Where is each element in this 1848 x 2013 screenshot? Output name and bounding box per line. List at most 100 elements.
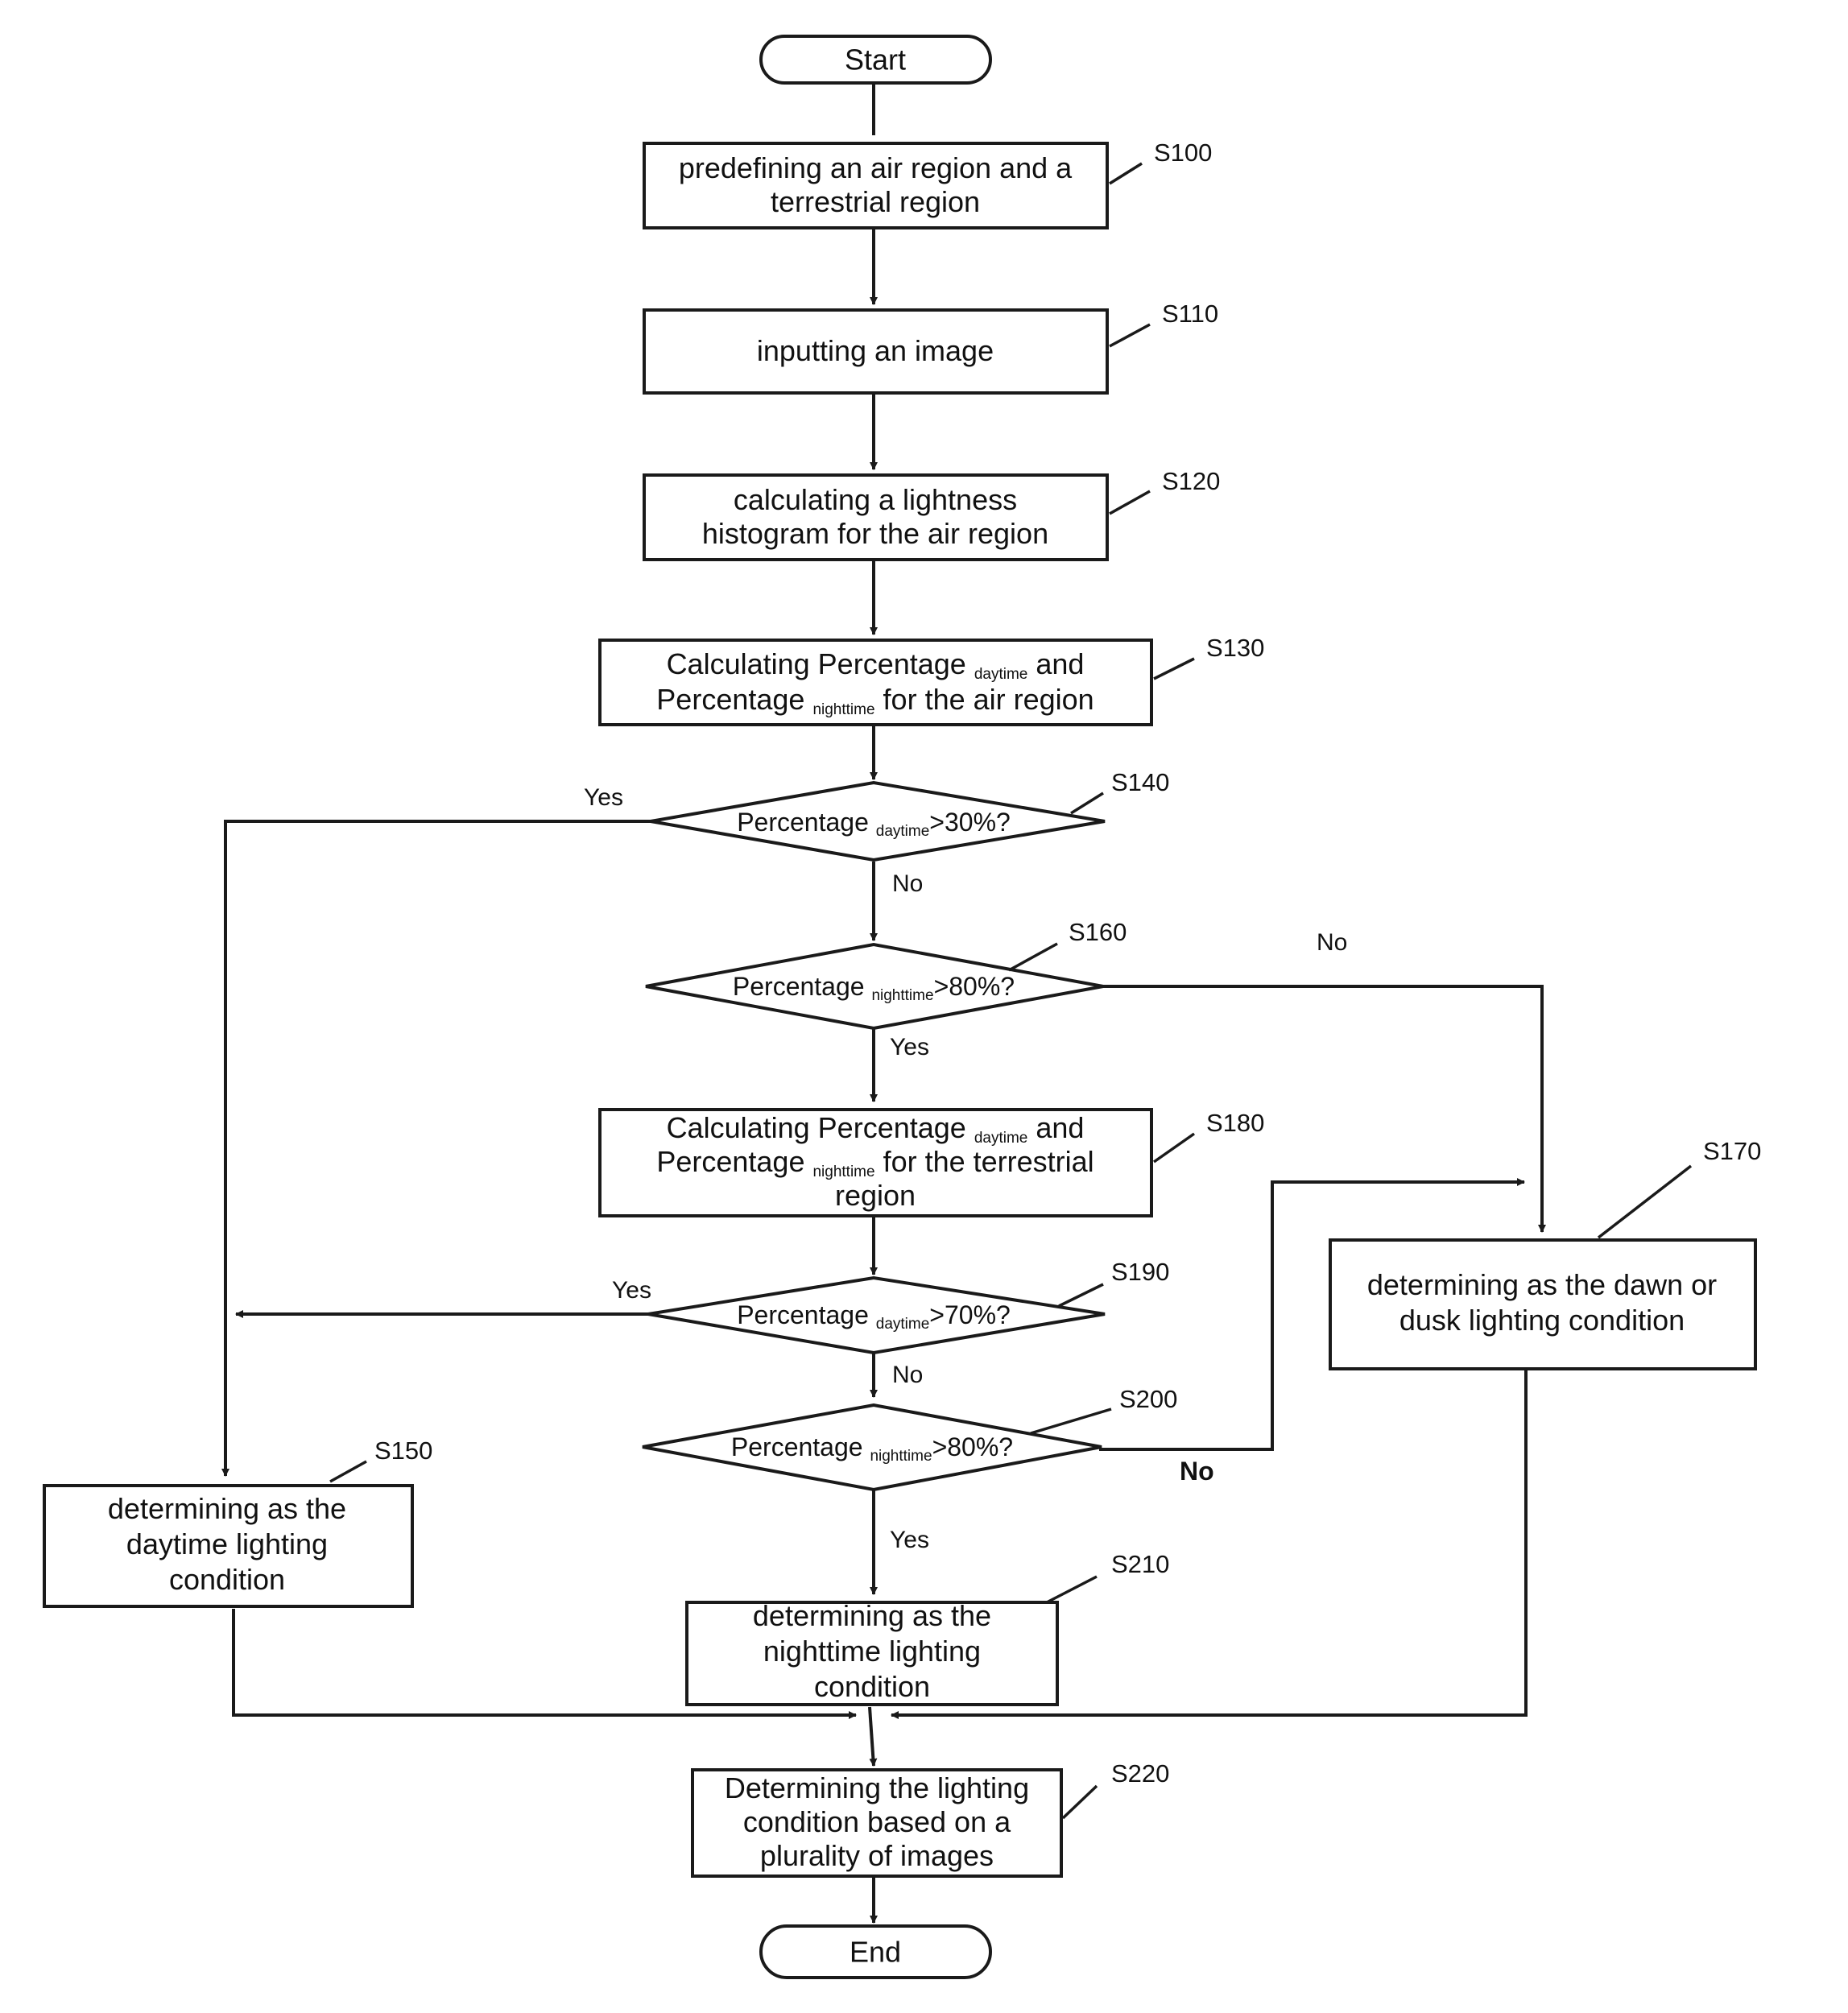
edge-s210-to-s220 xyxy=(870,1707,874,1766)
s180-step-label: S180 xyxy=(1206,1109,1264,1137)
node-s110: inputting an image xyxy=(644,310,1107,393)
decision-s200: Percentage nighttime>80%? xyxy=(643,1405,1102,1490)
start-label: Start xyxy=(845,43,906,76)
node-s170: determining as the dawn ordusk lighting … xyxy=(1330,1240,1755,1369)
text-run: Percentage xyxy=(737,808,876,837)
s140-leader xyxy=(1071,793,1103,813)
text-run: and xyxy=(1027,1111,1084,1144)
s100-step-label: S100 xyxy=(1154,138,1212,167)
s190-step-label: S190 xyxy=(1111,1258,1169,1286)
text-run: predefining an air region and a xyxy=(679,151,1073,184)
node-s210: determining as thenighttime lightingcond… xyxy=(687,1599,1057,1705)
text-line: determining as the xyxy=(108,1492,346,1525)
s150-leader xyxy=(330,1461,366,1482)
text-run: daytime lighting xyxy=(126,1527,328,1560)
subscript-text: daytime xyxy=(974,666,1028,683)
text-line: determining as the xyxy=(753,1599,991,1632)
text-run: Percentage xyxy=(733,972,872,1001)
subscript-text: daytime xyxy=(974,1130,1028,1147)
text-run: histogram for the air region xyxy=(702,517,1048,550)
s150-step-label: S150 xyxy=(374,1436,432,1465)
text-run: determining as the dawn or xyxy=(1367,1268,1717,1301)
node-s130: Calculating Percentage daytime andPercen… xyxy=(600,640,1151,725)
s200-yes-label: Yes xyxy=(890,1527,929,1553)
text-line: Determining the lighting xyxy=(725,1771,1029,1804)
node-s180: Calculating Percentage daytime andPercen… xyxy=(600,1110,1151,1216)
node-s220: Determining the lightingcondition based … xyxy=(692,1770,1061,1876)
text-run: plurality of images xyxy=(760,1839,994,1872)
s120-step-label: S120 xyxy=(1162,467,1220,495)
text-run: calculating a lightness xyxy=(734,483,1017,516)
text-line: condition xyxy=(814,1670,930,1703)
text-run: Percentage xyxy=(737,1300,876,1329)
node-s120: calculating a lightnesshistogram for the… xyxy=(644,475,1107,560)
node-s100: predefining an air region and aterrestri… xyxy=(644,143,1107,228)
text-run: condition xyxy=(814,1670,930,1703)
subscript-text: nighttime xyxy=(812,1164,874,1180)
text-line: plurality of images xyxy=(760,1839,994,1872)
s160-leader xyxy=(1009,944,1057,970)
text-line: nighttime lighting xyxy=(763,1635,981,1668)
text-run: terrestrial region xyxy=(771,185,980,218)
edge-s160-no-to-s170 xyxy=(1102,986,1542,1232)
text-line: calculating a lightness xyxy=(734,483,1017,516)
text-run: nighttime lighting xyxy=(763,1635,981,1668)
s100-leader xyxy=(1110,163,1142,184)
s130-step-label: S130 xyxy=(1206,634,1264,662)
s210-leader xyxy=(1047,1577,1097,1602)
text-run: for the air region xyxy=(875,683,1094,716)
text-run: condition based on a xyxy=(743,1805,1011,1838)
text-run: Calculating Percentage xyxy=(667,1111,974,1144)
end-terminal: End xyxy=(761,1926,990,1978)
end-label: End xyxy=(850,1936,901,1969)
text-run: for the terrestrial xyxy=(875,1145,1094,1178)
text-run: >70%? xyxy=(929,1300,1011,1329)
text-line: daytime lighting xyxy=(126,1527,328,1560)
text-run: determining as the xyxy=(108,1492,346,1525)
text-run: Percentage xyxy=(731,1432,870,1461)
node-s150: determining as thedaytime lightingcondit… xyxy=(44,1486,412,1606)
s140-text: Percentage daytime>30%? xyxy=(737,808,1011,840)
s130-leader xyxy=(1154,659,1194,679)
start-terminal: Start xyxy=(761,36,990,83)
s120-text: calculating a lightnesshistogram for the… xyxy=(702,483,1048,550)
text-run: >30%? xyxy=(929,808,1011,837)
subscript-text: daytime xyxy=(876,823,930,840)
decision-s140: Percentage daytime>30%? xyxy=(651,783,1105,860)
text-run: Percentage xyxy=(656,683,812,716)
edge-s140-yes-to-s150 xyxy=(225,821,651,1476)
text-run: Percentage xyxy=(656,1145,812,1178)
text-run: and xyxy=(1027,647,1084,680)
s200-step-label: S200 xyxy=(1119,1385,1177,1413)
subscript-text: nighttime xyxy=(871,987,933,1004)
s170-leader xyxy=(1598,1166,1691,1238)
s160-step-label: S160 xyxy=(1069,918,1127,946)
s110-leader xyxy=(1110,324,1150,346)
s140-step-label: S140 xyxy=(1111,768,1169,796)
s160-no-label: No xyxy=(1317,929,1347,956)
text-line: condition based on a xyxy=(743,1805,1011,1838)
s110-step-label: S110 xyxy=(1162,300,1218,328)
s190-no-label: No xyxy=(892,1362,923,1388)
text-line: predefining an air region and a xyxy=(679,151,1073,184)
text-run: dusk lighting condition xyxy=(1399,1304,1685,1337)
text-run: determining as the xyxy=(753,1599,991,1632)
text-line: histogram for the air region xyxy=(702,517,1048,550)
s140-no-label: No xyxy=(892,870,923,897)
s190-yes-label: Yes xyxy=(612,1277,651,1304)
s170-step-label: S170 xyxy=(1703,1137,1761,1165)
subscript-text: daytime xyxy=(876,1316,930,1333)
subscript-text: nighttime xyxy=(870,1448,932,1465)
s200-no-label: No xyxy=(1180,1457,1214,1486)
s110-text: inputting an image xyxy=(757,334,994,367)
s200-leader xyxy=(1031,1409,1111,1433)
s120-leader xyxy=(1110,491,1150,514)
text-run: region xyxy=(835,1179,916,1212)
s160-yes-label: Yes xyxy=(890,1034,929,1060)
text-line: Percentage daytime>30%? xyxy=(737,808,1011,840)
subscript-text: nighttime xyxy=(812,701,874,718)
text-run: condition xyxy=(169,1563,285,1596)
s130-text: Calculating Percentage daytime andPercen… xyxy=(656,647,1094,718)
s190-leader xyxy=(1059,1284,1103,1306)
